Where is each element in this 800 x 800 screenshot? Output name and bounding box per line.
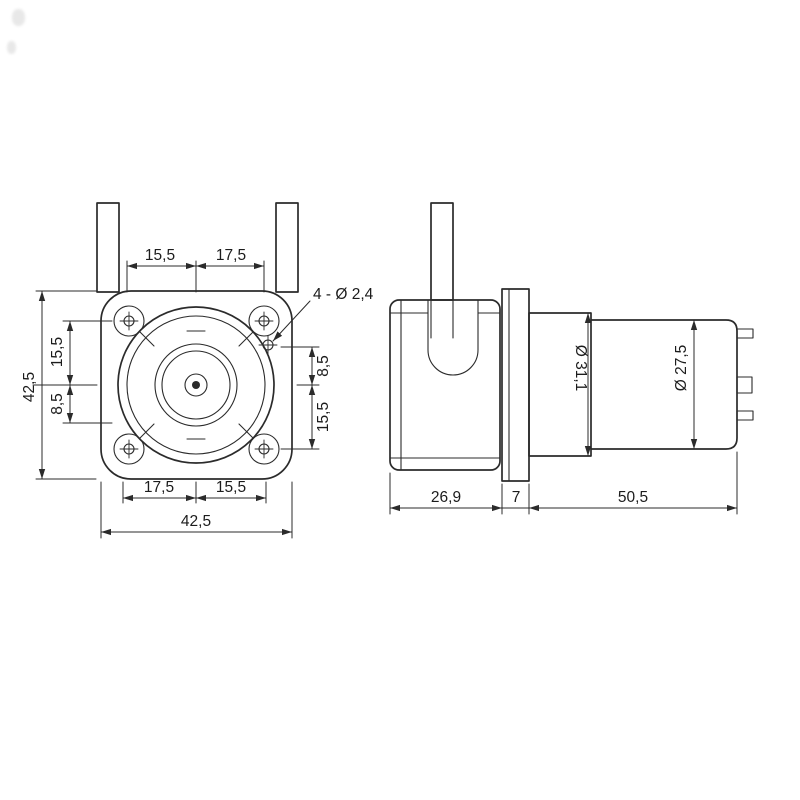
scan-artifact <box>7 41 16 54</box>
hole-callout: 4 - Ø 2,4 <box>272 286 374 342</box>
pump-body-details <box>389 299 501 471</box>
dim-right-upper-label: 8,5 <box>315 355 332 377</box>
dim-gearbox-diameter: Ø 31,1 <box>572 312 592 457</box>
dim-width-overall-label: 42,5 <box>181 513 211 530</box>
pump-head <box>117 306 275 464</box>
dim-left-stack: 15,5 8,5 <box>32 320 113 424</box>
tube-right <box>275 202 299 293</box>
dim-motor-length-label: 50,5 <box>618 489 648 506</box>
dim-bottom-left-label: 17,5 <box>144 479 174 496</box>
dim-bottom-right-label: 15,5 <box>216 479 246 496</box>
dim-bottom-side: 26,9 7 50,5 <box>389 451 738 515</box>
dim-width-overall: 42,5 <box>100 481 293 539</box>
front-view-dimensions: 15,5 17,5 4 - Ø 2,4 42,5 15,5 8,5 <box>21 247 374 539</box>
casting-ribs <box>139 331 254 439</box>
tube-socket <box>427 299 479 376</box>
motor-body <box>590 319 738 450</box>
side-view-dimensions: Ø 31,1 Ø 27,5 26,9 7 50,5 <box>389 312 738 515</box>
dim-motor-diameter-label: Ø 27,5 <box>673 345 690 392</box>
front-view <box>96 202 299 480</box>
dim-top-right-label: 17,5 <box>216 247 246 264</box>
dim-pump-head-depth-label: 26,9 <box>431 489 461 506</box>
shaft-center <box>192 381 200 389</box>
dim-top: 15,5 17,5 <box>126 247 265 293</box>
dim-top-left-label: 15,5 <box>145 247 175 264</box>
scan-artifact <box>12 9 25 26</box>
pump-body <box>389 299 501 471</box>
side-view <box>389 202 754 482</box>
dim-bottom: 17,5 15,5 <box>122 479 267 504</box>
dim-right-stack: 8,5 15,5 <box>280 346 332 450</box>
tube-left <box>96 202 120 293</box>
hole-callout-label: 4 - Ø 2,4 <box>313 286 374 303</box>
motor-rear-boss <box>736 376 753 394</box>
dim-height-overall-label: 42,5 <box>21 372 38 402</box>
dim-left-lower-label: 8,5 <box>49 393 66 415</box>
flange-plate <box>501 288 530 482</box>
dim-right-lower-label: 15,5 <box>315 402 332 432</box>
tube-side <box>430 202 454 301</box>
hole-centerlines <box>119 311 278 459</box>
motor-terminals <box>736 328 754 421</box>
corner-bosses <box>113 305 280 465</box>
dim-left-upper-label: 15,5 <box>49 337 66 367</box>
dim-gearbox-diameter-label: Ø 31,1 <box>572 345 589 392</box>
dim-motor-diameter: Ø 27,5 <box>673 319 698 450</box>
dim-plate-thickness-label: 7 <box>512 489 521 506</box>
